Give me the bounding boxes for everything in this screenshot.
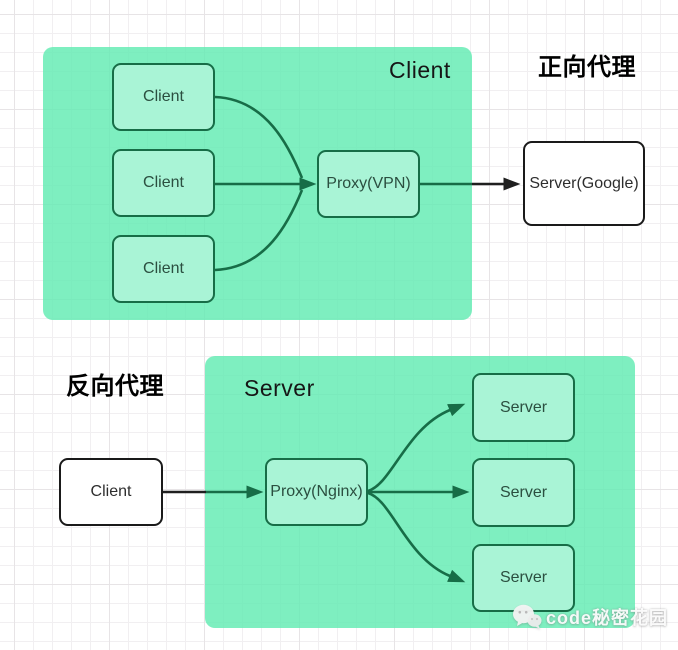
wechat-icon	[513, 604, 542, 629]
watermark: code秘密花园	[512, 603, 668, 630]
server-node-1: Server	[472, 373, 575, 442]
proxy-vpn-node: Proxy(VPN)	[317, 150, 420, 218]
proxy-nginx-node: Proxy(Nginx)	[265, 458, 368, 526]
reverse-proxy-title: 反向代理	[66, 373, 164, 400]
client-node-1: Client	[112, 63, 215, 131]
reverse-zone-label: Server	[244, 375, 315, 401]
forward-proxy-title: 正向代理	[538, 54, 636, 81]
forward-zone-label: Client	[389, 57, 451, 83]
reverse-client-node: Client	[59, 458, 163, 526]
server-google-node: Server(Google)	[523, 141, 645, 226]
client-node-2: Client	[112, 149, 215, 217]
server-node-3: Server	[472, 544, 575, 612]
server-node-2: Server	[472, 458, 575, 527]
watermark-text: code秘密花园	[546, 607, 669, 628]
client-node-3: Client	[112, 235, 215, 303]
